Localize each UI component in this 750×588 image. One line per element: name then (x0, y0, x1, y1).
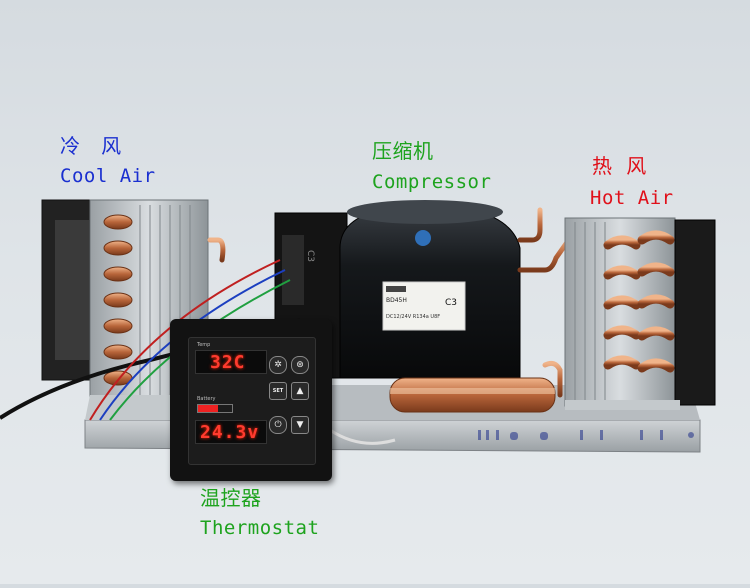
down-button[interactable]: ▼ (291, 416, 309, 434)
filter-drier (389, 377, 556, 413)
thermostat-controller: Temp 32C Battery 24.3v ✲ ⊛ SET ▲ (170, 319, 332, 481)
power-button[interactable]: ⏻ (269, 416, 287, 434)
voltage-display: 24.3v (195, 420, 267, 444)
fan-button[interactable]: ⊛ (291, 356, 309, 374)
arrow-up-icon: ▲ (296, 386, 304, 396)
battery-gauge-fill (198, 405, 218, 412)
hot-air-cn-label: 热 风 (592, 154, 647, 178)
cool-air-en-label: Cool Air (60, 165, 156, 187)
arrow-down-icon: ▼ (296, 420, 304, 430)
temp-display: 32C (195, 350, 267, 374)
snowflake-button[interactable]: ✲ (269, 356, 287, 374)
svg-text:DC12/24V R134a U8F: DC12/24V R134a U8F (386, 314, 440, 320)
temp-readout: 32C (210, 352, 246, 373)
hot-air-en-label: Hot Air (590, 187, 674, 209)
battery-caption: Battery (197, 396, 216, 402)
temp-caption: Temp (197, 342, 211, 348)
thermostat-en-label: Thermostat (200, 517, 320, 539)
condenser-coil (564, 217, 716, 410)
compressor-en-label: Compressor (372, 171, 492, 193)
up-button[interactable]: ▲ (291, 382, 309, 400)
svg-text:C3: C3 (445, 298, 457, 308)
power-icon: ⏻ (274, 420, 282, 430)
compressor-cn-label: 压缩机 (372, 139, 434, 163)
snowflake-icon: ✲ (274, 360, 282, 370)
compressor-body: BD45H DC12/24V R134a U8F C3 (339, 200, 521, 379)
set-button[interactable]: SET (269, 382, 287, 400)
copper-piping (207, 207, 573, 398)
battery-gauge (197, 404, 233, 413)
svg-text:BD45H: BD45H (386, 297, 407, 304)
set-label: SET (272, 388, 284, 394)
voltage-readout: 24.3v (200, 422, 260, 443)
thermostat-cn-label: 温控器 (200, 486, 262, 510)
fan-icon: ⊛ (296, 360, 304, 370)
svg-text:C3: C3 (305, 250, 315, 262)
cool-air-cn-label: 冷 风 (60, 134, 122, 158)
thermostat-panel: Temp 32C Battery 24.3v ✲ ⊛ SET ▲ (188, 337, 316, 465)
